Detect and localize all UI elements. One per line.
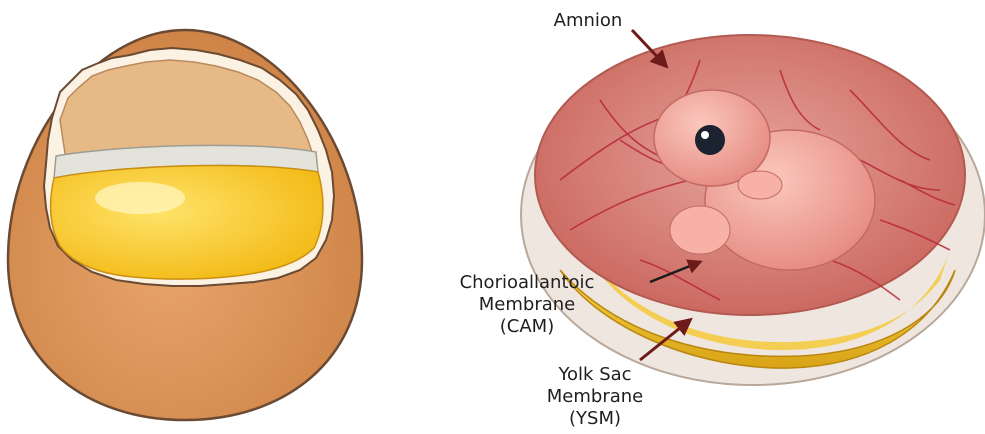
label-cam-line2: Membrane	[452, 294, 602, 316]
yolk-highlight	[95, 182, 185, 214]
embryo-eye-icon	[695, 125, 725, 155]
label-cam: Chorioallantoic Membrane (CAM)	[452, 272, 602, 338]
label-ysm-line3: (YSM)	[520, 408, 670, 430]
label-amnion-text: Amnion	[528, 10, 648, 32]
cracked-eggshell-illustration	[8, 30, 362, 420]
label-ysm-line2: Membrane	[520, 386, 670, 408]
label-amnion: Amnion	[528, 10, 648, 32]
label-cam-line3: (CAM)	[452, 316, 602, 338]
embryo-limb	[738, 171, 782, 199]
label-cam-line1: Chorioallantoic	[452, 272, 602, 294]
embryo-tail	[670, 206, 730, 254]
label-ysm: Yolk Sac Membrane (YSM)	[520, 364, 670, 430]
yolk	[51, 165, 323, 279]
eye-highlight	[701, 131, 709, 139]
label-ysm-line1: Yolk Sac	[520, 364, 670, 386]
